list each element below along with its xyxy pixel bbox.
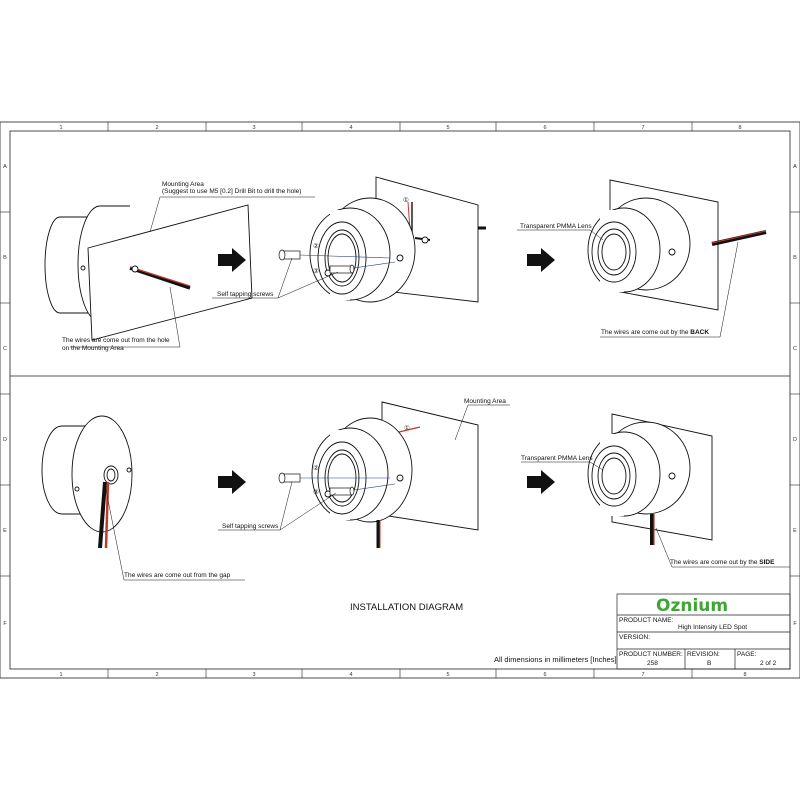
arrow-right-icon — [527, 248, 555, 272]
col-label: 6 — [543, 125, 546, 131]
top-step1-leaders — [70, 196, 315, 348]
bottom-step2-screws — [278, 472, 396, 496]
col-label: 1 — [59, 125, 62, 131]
version-label: VERSION: — [619, 634, 650, 641]
col-label: 1 — [59, 672, 62, 678]
col-label: 3 — [252, 672, 255, 678]
col-label: 2 — [155, 125, 158, 131]
product-name-label: PRODUCT NAME: — [619, 617, 674, 624]
row-labels-left: A B C D E F — [3, 164, 7, 627]
side-label: The wires are come out by the SIDE — [670, 559, 775, 566]
dimensions-note: All dimensions in millimeters [Inches] — [494, 655, 617, 664]
col-label: 8 — [738, 125, 741, 131]
col-label: 7 — [641, 672, 644, 678]
revision-value: B — [707, 660, 711, 667]
frame-ticks — [0, 122, 800, 678]
screws-label-bottom: Self tapping screws — [222, 523, 279, 530]
product-name-value: High Intensity LED Spot — [678, 624, 747, 631]
back-label: The wires are come out by the BACK — [601, 329, 709, 336]
col-label: 4 — [349, 125, 352, 131]
product-number-value: 258 — [647, 660, 658, 667]
col-label: 6 — [543, 672, 546, 678]
top-step1-light-and-plate — [44, 204, 253, 341]
row-label: B — [793, 255, 797, 261]
callout-2: ② — [313, 464, 319, 472]
bottom-step3-assembly — [587, 413, 713, 545]
top-step3-leaders — [517, 229, 739, 338]
col-label: 8 — [743, 672, 746, 678]
row-label: E — [3, 528, 7, 534]
arrow-right-icon — [218, 248, 246, 272]
bottom-step2-leaders — [218, 404, 510, 531]
row-label: B — [3, 255, 7, 261]
wires-hole-label-line2: on the Mounting Area — [62, 345, 124, 352]
mounting-area-label-bottom: Mounting Area — [464, 398, 506, 405]
wires-hole-label-line1: The wires are come out from the hole — [62, 337, 170, 344]
arrow-right-icon — [218, 470, 246, 494]
col-label: 3 — [252, 125, 255, 131]
bottom-step3-leaders — [521, 461, 790, 568]
arrow-right-icon — [527, 470, 555, 494]
col-label: 5 — [446, 125, 449, 131]
side-label-bold: SIDE — [759, 559, 775, 566]
mounting-area-label: Mounting Area — [162, 181, 204, 188]
top-step2-screws — [278, 249, 396, 274]
row-label: C — [793, 346, 797, 352]
mounting-area-hint: (Suggest to use M5 [0.2] Drill Bit to dr… — [162, 188, 301, 195]
column-labels-top: 1 2 3 4 5 6 7 8 — [59, 125, 741, 131]
col-label: 2 — [155, 672, 158, 678]
revision-label: REVISION: — [687, 651, 720, 658]
back-label-bold: BACK — [690, 329, 709, 336]
row-labels-right: A B C D E F — [793, 164, 797, 627]
drawing-title: INSTALLATION DIAGRAM — [350, 602, 463, 613]
col-label: 5 — [446, 672, 449, 678]
row-label: A — [3, 164, 7, 170]
screws-label: Self tapping screws — [217, 291, 274, 298]
bottom-step2-assembly — [311, 401, 479, 548]
callout-1: ① — [404, 424, 410, 432]
page-value: 2 of 2 — [760, 660, 777, 667]
callout-2: ② — [313, 242, 319, 250]
lens-label: Transparent PMMA Lens — [520, 223, 592, 230]
top-step3-assembly — [587, 179, 767, 311]
title-block — [616, 593, 791, 670]
col-label: 4 — [349, 672, 352, 678]
oznium-logo: Oznium — [656, 596, 728, 616]
col-label: 7 — [641, 125, 644, 131]
gap-leader — [105, 489, 245, 581]
column-labels-bottom: 1 2 3 4 5 6 7 8 — [59, 672, 746, 678]
page-label: PAGE: — [737, 651, 757, 658]
gap-label: The wires are come out from the gap — [124, 572, 231, 579]
product-number-label: PRODUCT NUMBER: — [619, 651, 683, 658]
callout-3: ③ — [313, 267, 319, 275]
row-label: D — [3, 437, 7, 443]
bottom-step1-light — [41, 415, 133, 549]
top-step2-leaders — [212, 257, 339, 299]
row-label: C — [3, 346, 7, 352]
callout-3: ③ — [313, 488, 319, 496]
row-label: D — [793, 437, 797, 443]
lens-label-bottom: Transparent PMMA Lens — [521, 455, 593, 462]
row-label: A — [793, 164, 797, 170]
row-label: E — [793, 528, 797, 534]
row-label: F — [793, 621, 797, 627]
callout-1: ① — [403, 196, 409, 204]
top-step2-assembly — [309, 176, 486, 303]
row-label: F — [3, 621, 7, 627]
